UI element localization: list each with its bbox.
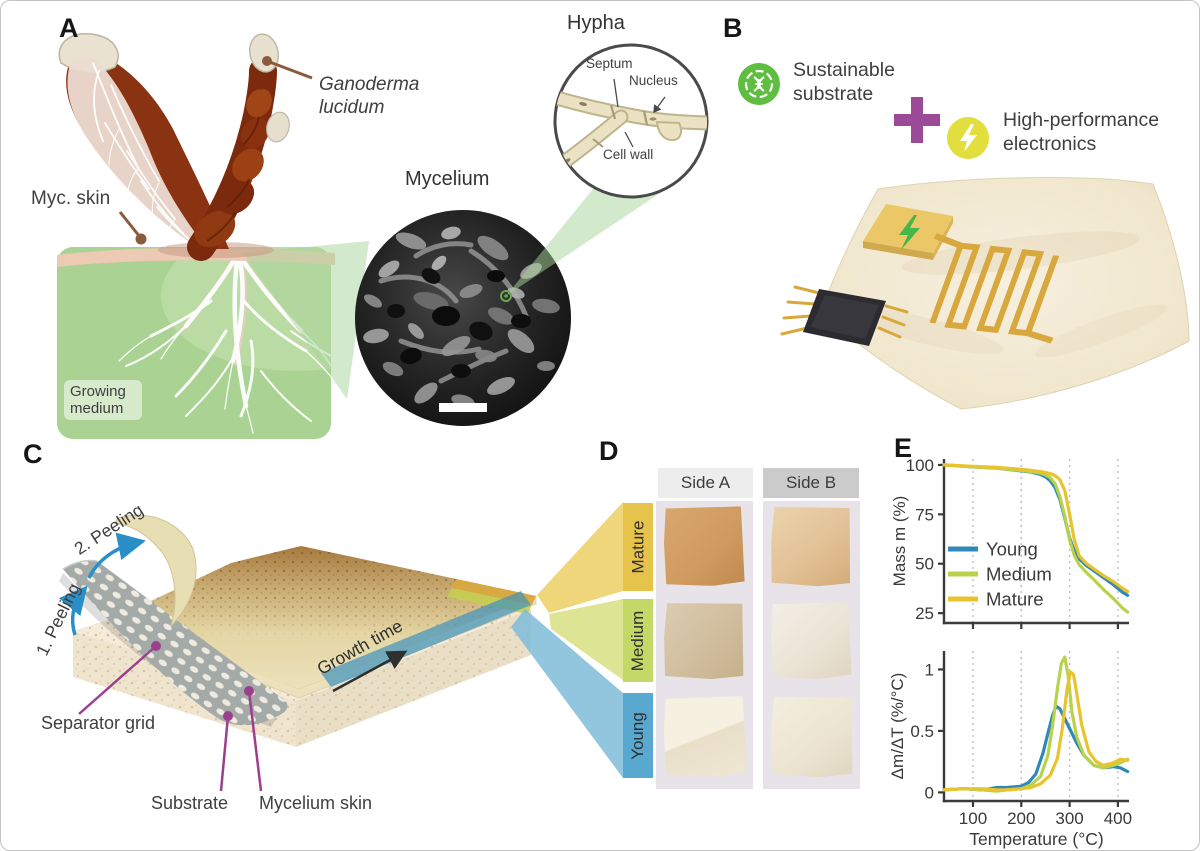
- side-b-header: Side B: [763, 468, 859, 498]
- curled-skin: [114, 514, 197, 627]
- zoom-cone-right: [506, 187, 669, 296]
- sem-mycelium-micrograph: [355, 210, 571, 426]
- nucleus-label: Nucleus: [629, 73, 678, 88]
- row-bar-young: Young: [623, 693, 653, 778]
- y-tick-label: 0: [925, 783, 934, 802]
- mycelium-skin-label: Mycelium skin: [259, 793, 373, 813]
- y-tick-label: 50: [915, 555, 934, 574]
- band-medium: [549, 599, 623, 680]
- panel-c-illustration: [58, 502, 623, 792]
- x-tick-label: 400: [1104, 809, 1132, 828]
- lightning-icon: [947, 117, 989, 159]
- legend-label: Mature: [986, 589, 1044, 610]
- side-a-header: Side A: [658, 468, 753, 498]
- series-line-mature: [942, 463, 1130, 593]
- photo-medium-side-a: [663, 602, 744, 679]
- y-tick-label: 0.5: [910, 722, 934, 741]
- species-pointer-line: [266, 59, 313, 80]
- growth-time-arrow: [332, 650, 408, 693]
- y-tick-label: 1: [925, 660, 934, 679]
- species-label: Ganoderma lucidum: [319, 74, 420, 119]
- growing-medium-label: Growing medium: [64, 380, 142, 420]
- septum-label: Septum: [586, 56, 633, 71]
- high-performance-label: High-performance electronics: [1003, 109, 1160, 155]
- photo-mature-side-b: [770, 506, 852, 587]
- x-axis-label: Temperature (°C): [969, 829, 1103, 849]
- row-bar-mature: Mature: [623, 503, 653, 591]
- peeling-1-arrow: [58, 585, 88, 636]
- separator-grid-sheet: [62, 559, 288, 726]
- y-axis-label: Mass m (%): [890, 496, 909, 587]
- band-young: [511, 609, 623, 778]
- legend-label: Medium: [986, 564, 1052, 585]
- legend-label: Young: [986, 539, 1038, 560]
- black-chip: [780, 285, 909, 346]
- y-axis-label: Δm/ΔT (%/°C): [888, 673, 907, 780]
- panel-e-label: E: [894, 433, 913, 463]
- cell-wall-label: Cell wall: [603, 147, 654, 162]
- row-bar-medium: Medium: [623, 599, 653, 682]
- mycelium-fabric-sheet: [822, 177, 1190, 410]
- sustainability-icon: [738, 63, 780, 105]
- panel-c-label: C: [23, 439, 43, 469]
- peeling-2-arrow: [87, 532, 146, 579]
- myc-skin-pointer-line: [118, 211, 142, 238]
- label-pointers: [78, 645, 263, 792]
- series-line-mature: [942, 670, 1130, 792]
- hypha-title: Hypha: [567, 12, 625, 34]
- y-tick-label: 75: [915, 505, 934, 524]
- photo-young-side-b: [770, 696, 853, 777]
- y-tick-label: 25: [915, 604, 934, 623]
- zoom-cone-left: [243, 241, 369, 399]
- panel-d-label: D: [599, 436, 619, 466]
- substrate-label: Substrate: [151, 793, 229, 813]
- photo-medium-side-b: [770, 602, 851, 679]
- mushroom-illustration: [58, 32, 313, 261]
- sustainable-label: Sustainable substrate: [793, 59, 895, 105]
- separator-grid-label: Separator grid: [41, 713, 156, 733]
- dtg-chart: 0 0.5 1 100 200 300 400 Δm/ΔT (%/°C) Temperature…: [888, 651, 1132, 849]
- photo-mature-side-a: [663, 506, 744, 586]
- x-tick-label: 200: [1007, 809, 1035, 828]
- series-line-young: [942, 704, 1130, 792]
- band-mature: [537, 502, 623, 613]
- panel-a-label: A: [59, 13, 79, 43]
- myc-skin-label: Myc. skin: [31, 188, 111, 209]
- plus-icon: [894, 97, 940, 143]
- green-bolt-icon: [899, 215, 920, 250]
- x-tick-label: 300: [1055, 809, 1083, 828]
- panel-b-illustration: [780, 177, 1190, 410]
- gold-electrode: [929, 233, 1060, 344]
- mycelium-title: Mycelium: [405, 168, 490, 190]
- scale-bar: [439, 403, 487, 412]
- y-tick-label: 100: [906, 456, 934, 475]
- x-tick-label: 100: [959, 809, 987, 828]
- panel-b-label: B: [723, 13, 743, 43]
- photo-young-side-a: [663, 696, 747, 778]
